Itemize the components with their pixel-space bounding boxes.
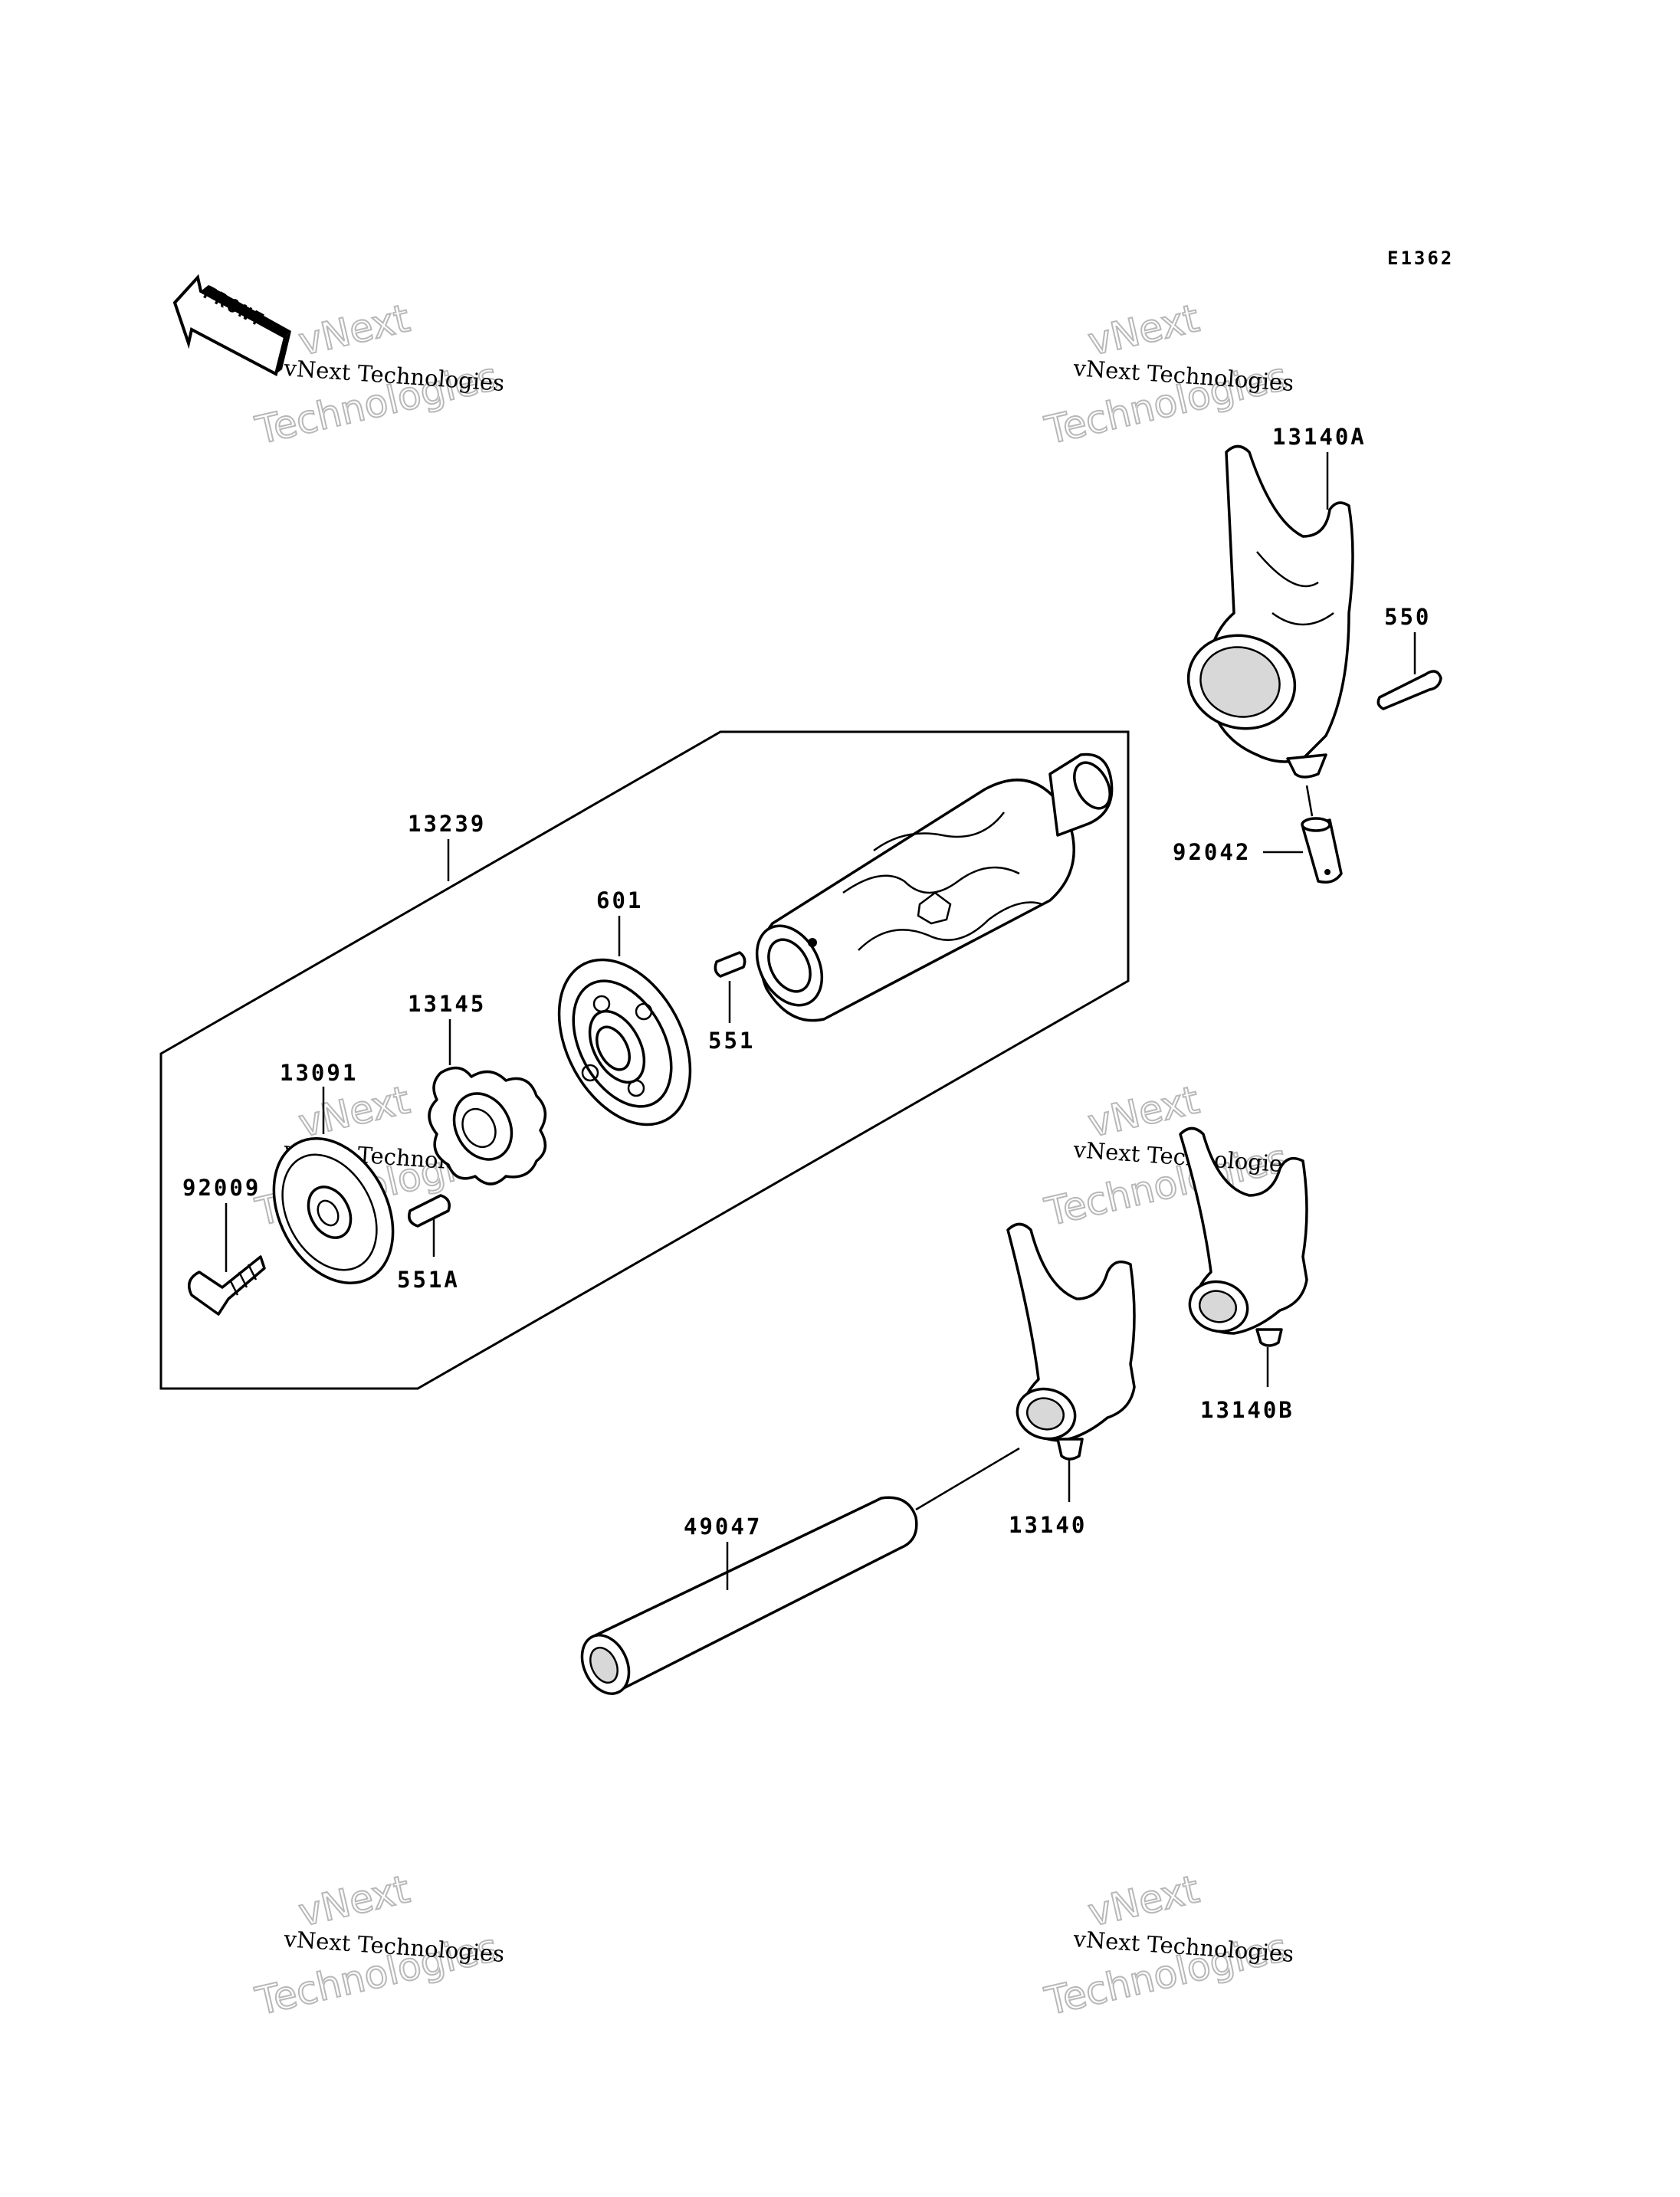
callout-92009: 92009 [182, 1175, 261, 1201]
callout-601: 601 [596, 887, 643, 913]
svg-text:vNext: vNext [294, 1077, 413, 1146]
watermark-5: vNext Technologies vNext Technologies [251, 1866, 505, 2025]
callout-92042: 92042 [1173, 839, 1251, 865]
screw-92009 [187, 1255, 266, 1316]
watermark-4: vNext Technologies vNext Technologies [1040, 1077, 1294, 1235]
svg-text:vNext: vNext [1084, 296, 1203, 364]
shift-drum [755, 753, 1114, 1022]
callout-49047: 49047 [684, 1513, 762, 1540]
callout-13140a: 13140A [1272, 424, 1367, 450]
pin-550 [1376, 670, 1442, 710]
shift-fork-13140 [1006, 1222, 1136, 1461]
svg-text:vNext: vNext [1084, 1867, 1203, 1935]
callout-550: 550 [1384, 604, 1431, 630]
pin-551 [714, 951, 746, 978]
callout-13140: 13140 [1009, 1512, 1087, 1538]
callout-551: 551 [708, 1028, 755, 1054]
svg-text:vNext: vNext [294, 296, 413, 364]
diagram-code: E1362 [1387, 248, 1454, 269]
pin-92042 [1301, 817, 1343, 884]
svg-text:vNext: vNext [294, 1867, 413, 1935]
leader-lines [225, 452, 1416, 1590]
callout-13239: 13239 [408, 811, 486, 837]
assembly-outline [159, 730, 1130, 1390]
pin-551a [408, 1194, 451, 1228]
watermark-1: vNext Technologies vNext Technologies [251, 295, 505, 454]
callout-551a: 551A [397, 1267, 460, 1293]
holder-13091 [272, 1137, 395, 1284]
callout-13140b: 13140B [1200, 1397, 1294, 1423]
shift-fork-13140a [1186, 444, 1354, 779]
watermark-6: vNext Technologies vNext Technologies [1040, 1866, 1294, 2025]
shaft-49047 [580, 1496, 918, 1695]
front-arrow-icon: FRONT [172, 274, 291, 376]
watermark-2: vNext Technologies vNext Technologies [1040, 295, 1294, 454]
shift-fork-13140b [1179, 1126, 1308, 1347]
callout-13091: 13091 [280, 1060, 358, 1086]
bearing-601 [557, 958, 692, 1126]
callout-13145: 13145 [408, 991, 486, 1017]
cam-plate-13145 [428, 1066, 547, 1185]
